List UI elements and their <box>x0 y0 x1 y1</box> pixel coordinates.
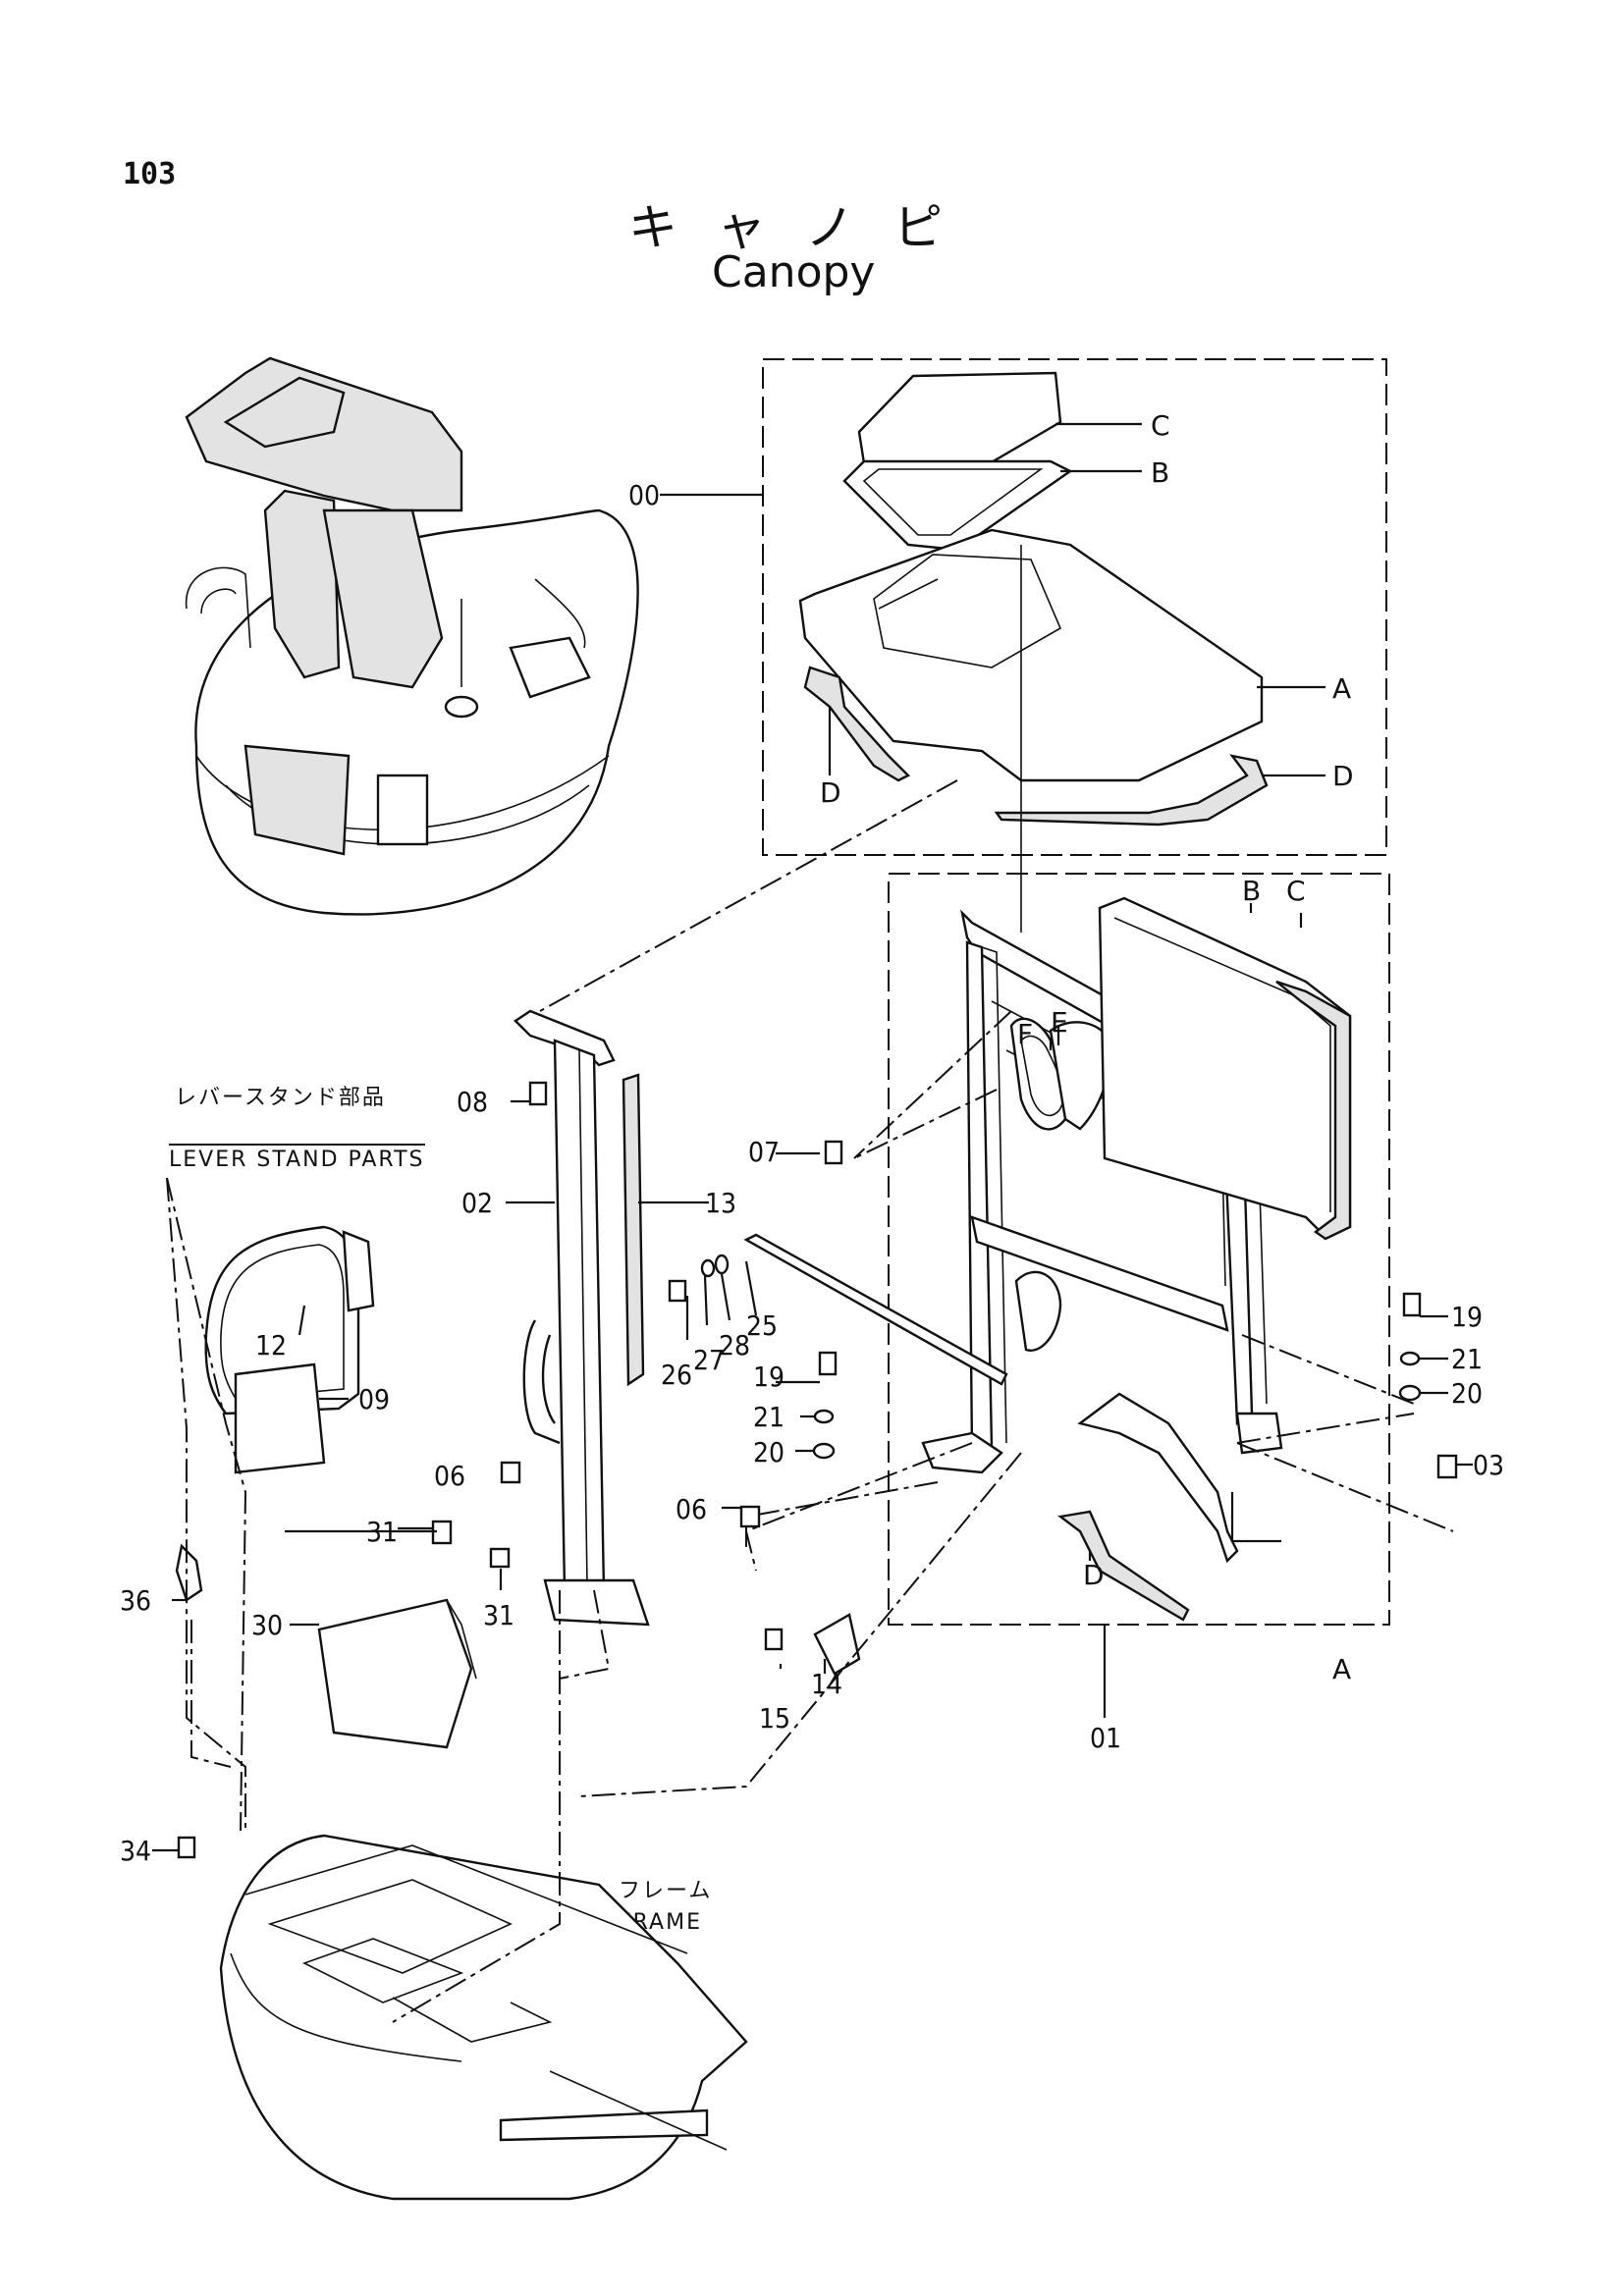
callout-00: 00 <box>628 479 660 511</box>
callout-21b: 21 <box>1451 1343 1483 1375</box>
letter-d-lower: D <box>1083 1559 1105 1591</box>
bracket-14 <box>813 1613 861 1676</box>
callout-leader-lines <box>152 422 1473 1852</box>
canopy-frame-parts <box>921 896 1352 1622</box>
title-english: Canopy <box>712 247 876 297</box>
callout-31b: 31 <box>483 1599 514 1631</box>
callout-26: 26 <box>661 1359 692 1391</box>
callout-09: 09 <box>358 1383 390 1415</box>
callout-08: 08 <box>457 1086 488 1118</box>
letter-d-right: D <box>1332 760 1354 792</box>
letter-b-upper: B <box>1151 456 1169 489</box>
lever-stand-label-ja: レバースタンド部品 <box>175 1086 386 1110</box>
callout-14: 14 <box>811 1668 842 1700</box>
callout-19b: 19 <box>1451 1301 1483 1333</box>
lever-stand-parts <box>175 1009 650 1749</box>
callout-13: 13 <box>705 1187 736 1219</box>
page-number: 103 <box>123 157 177 191</box>
callout-28: 28 <box>719 1329 750 1362</box>
letter-d-left: D <box>820 776 841 809</box>
letter-a-upper: A <box>1332 672 1351 705</box>
callout-numbers: 00 01 02 03 06 06 07 08 09 12 13 14 15 1… <box>120 479 1504 1867</box>
callout-25: 25 <box>746 1309 778 1342</box>
frame-label-ja: フレーム <box>619 1879 713 1903</box>
callout-06b: 06 <box>676 1493 707 1525</box>
base-frame-illustration <box>219 1834 748 2201</box>
letter-b-lower: B <box>1242 875 1261 907</box>
callout-01: 01 <box>1090 1722 1121 1754</box>
letter-f: F <box>1017 1018 1033 1050</box>
callout-34: 34 <box>120 1835 151 1867</box>
tie-rod <box>743 1233 1008 1386</box>
callout-21a: 21 <box>753 1401 784 1433</box>
callout-36: 36 <box>120 1584 151 1617</box>
callout-27: 27 <box>693 1344 725 1376</box>
callout-31a: 31 <box>366 1516 398 1548</box>
title-japanese: キャノピ <box>628 199 982 256</box>
assembly-00-box <box>762 358 1387 856</box>
callout-06a: 06 <box>434 1460 465 1492</box>
callout-20b: 20 <box>1451 1377 1483 1410</box>
sub-part-letters: A A B B C C D D D E F <box>820 409 1354 1685</box>
callout-30: 30 <box>251 1609 283 1641</box>
callout-15: 15 <box>759 1702 790 1735</box>
lever-stand-label-en: LEVER STAND PARTS <box>169 1144 425 1172</box>
letter-e: E <box>1051 1006 1068 1039</box>
roof-parts <box>798 371 1269 933</box>
fasteners <box>177 1081 1458 1859</box>
callout-12: 12 <box>255 1329 287 1362</box>
callout-07: 07 <box>748 1136 780 1168</box>
letter-c-lower: C <box>1286 875 1306 907</box>
letter-a-lower: A <box>1332 1653 1351 1685</box>
callout-02: 02 <box>461 1187 493 1219</box>
callout-19a: 19 <box>753 1361 784 1393</box>
callout-03: 03 <box>1473 1449 1504 1481</box>
callout-20a: 20 <box>753 1436 784 1468</box>
assembly-01-box <box>888 873 1390 1626</box>
machine-overview-illustration <box>185 356 639 916</box>
letter-c-upper: C <box>1151 409 1170 442</box>
